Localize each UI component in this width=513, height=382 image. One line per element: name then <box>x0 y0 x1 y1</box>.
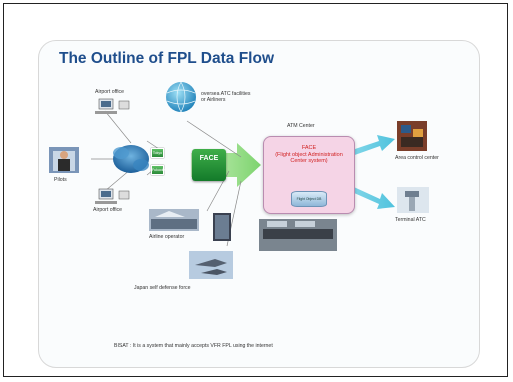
oversea-label: oversea ATC facilities or Airliners <box>201 91 251 103</box>
slide-title: The Outline of FPL Data Flow <box>59 50 274 67</box>
jsdf-photo <box>189 251 233 279</box>
face-box: FACE <box>192 149 226 181</box>
fukuoka-node: Fukuoka <box>151 165 165 175</box>
globe-icon <box>166 82 196 112</box>
airline-operator-label: Airline operator <box>149 234 185 240</box>
area-control-photo <box>397 121 427 151</box>
page-frame: The Outline of FPL Data Flow Airport off… <box>3 3 508 377</box>
terminal-atc-photo <box>397 187 429 213</box>
jsdf-label: Japan self defense force <box>134 285 191 291</box>
face-label: FACE <box>199 155 219 162</box>
computer-icon-bottom <box>95 188 130 204</box>
atm-center-photo <box>259 219 337 251</box>
area-control-label: Area control center <box>395 155 439 161</box>
airport-office-bottom-label: Airport office <box>93 207 123 213</box>
bisat-note: BISAT : It is a system that mainly accep… <box>114 343 273 349</box>
pilots-label: Pilots <box>54 177 67 183</box>
airport-office-top-label: Airport office <box>95 89 125 95</box>
computer-icon-top <box>95 98 130 114</box>
tokyo-node: Tokyo <box>151 148 164 158</box>
atm-center-label: ATM Center <box>287 123 315 129</box>
slide: The Outline of FPL Data Flow Airport off… <box>38 40 480 368</box>
building-icon <box>213 213 231 241</box>
flight-object-db: Flight Object DB <box>291 191 327 207</box>
airline-operator-photo <box>149 209 199 231</box>
terminal-atc-label: Terminal ATC <box>395 217 426 223</box>
face-detail-label: FACE (Flight object Administration Cente… <box>275 145 343 164</box>
